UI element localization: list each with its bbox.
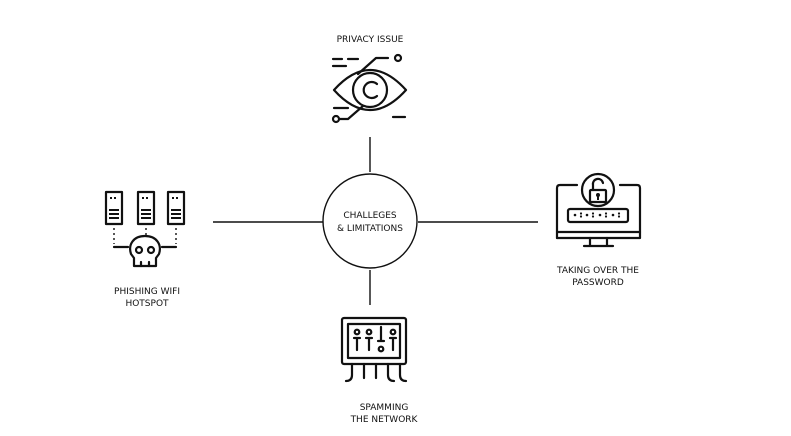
spamming-label-line1: SPAMMING [360,403,409,413]
center-label-line2: & LIMITATIONS [337,224,403,234]
phishing-label-line1: PHISHING WIFI [114,287,180,297]
monitor-unlocked-password-icon [555,172,642,248]
spamming-label-line2: THE NETWORK [350,415,419,425]
node-taking-over-password: TAKING OVER THE PASSWORD [555,172,642,288]
connectors [213,137,538,305]
password-label-line2: PASSWORD [572,278,624,288]
node-phishing-wifi: PHISHING WIFI HOTSPOT [104,190,186,309]
node-spamming-network: SPAMMING THE NETWORK [340,316,419,425]
node-privacy-issue: PRIVACY ISSUE [331,35,408,124]
eye-circuit-icon [331,53,408,124]
center-node: CHALLEGES & LIMITATIONS [322,173,418,269]
phishing-label-line2: HOTSPOT [125,299,169,309]
center-circle [322,173,418,269]
network-panel-icon [340,316,408,383]
privacy-issue-label: PRIVACY ISSUE [337,35,404,45]
center-label-line1: CHALLEGES [343,211,397,221]
servers-skull-icon [104,190,186,268]
password-label-line1: TAKING OVER THE [556,266,639,276]
